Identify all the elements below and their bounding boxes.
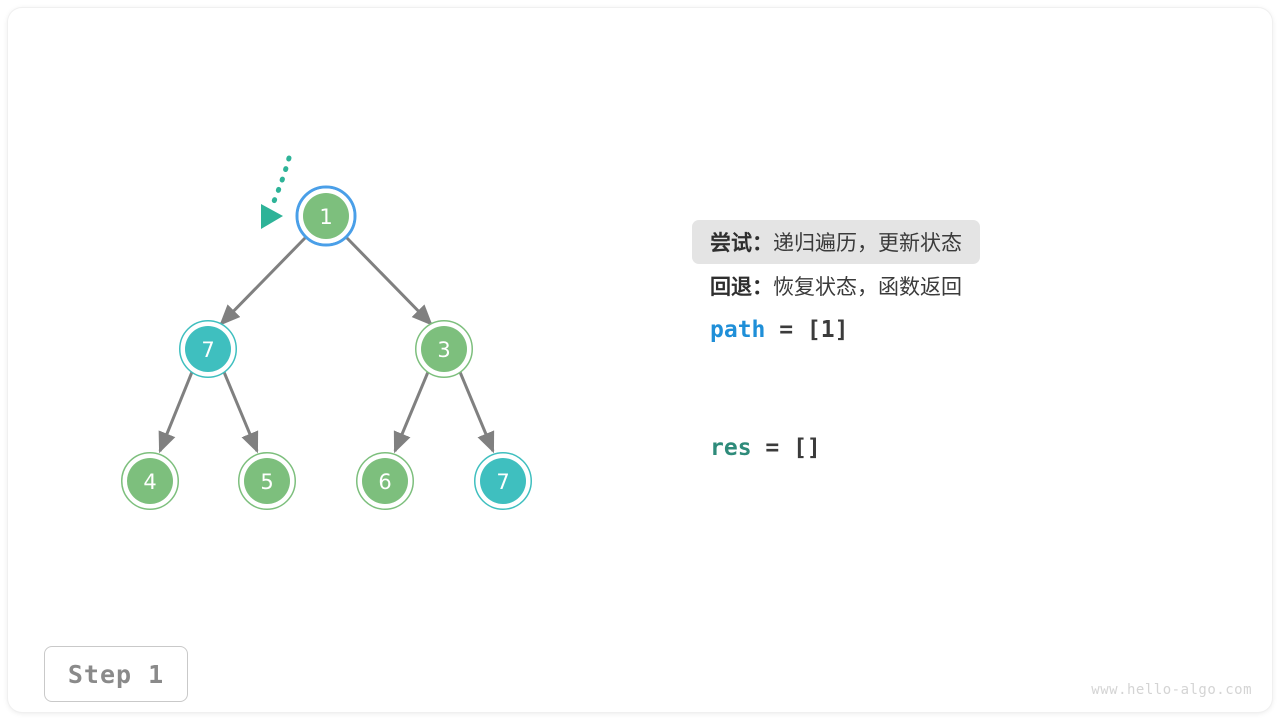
- tree-node-label: 6: [378, 470, 391, 494]
- edge-7l-to-5: [222, 371, 259, 454]
- site-watermark: www.hello-algo.com: [1091, 682, 1252, 698]
- tree-node-7-right[interactable]: 7: [474, 452, 532, 510]
- tree-node-5[interactable]: 5: [238, 452, 296, 510]
- info-line-backtrack-label: 回退：: [710, 275, 773, 299]
- edge-1-to-7l: [219, 235, 308, 326]
- info-line-try: 尝试： 递归遍历，更新状态: [692, 220, 980, 264]
- info-line-backtrack-text: 恢复状态，函数返回: [773, 275, 962, 299]
- panel-spacer: [692, 352, 1212, 426]
- tree-node-label: 7: [201, 338, 214, 362]
- res-variable-value: = []: [751, 435, 821, 461]
- binary-tree-diagram: 1 7 3: [121, 155, 532, 510]
- edge-3-to-7r: [458, 371, 495, 454]
- res-state-line: res = []: [692, 426, 1212, 470]
- path-state-line: path = [1]: [692, 308, 1212, 352]
- tree-node-label: 5: [260, 470, 273, 494]
- tree-node-label: 1: [319, 205, 332, 229]
- state-info-panel: 尝试： 递归遍历，更新状态 回退： 恢复状态，函数返回 path = [1] r…: [692, 220, 1212, 470]
- path-variable-value: = [1]: [765, 317, 849, 343]
- info-line-try-text: 递归遍历，更新状态: [773, 231, 962, 255]
- tree-node-label: 7: [496, 470, 509, 494]
- res-variable-name: res: [710, 435, 752, 461]
- tree-node-4[interactable]: 4: [121, 452, 179, 510]
- tree-node-label: 3: [437, 338, 450, 362]
- tree-node-6[interactable]: 6: [356, 452, 414, 510]
- tree-node-label: 4: [143, 470, 156, 494]
- tree-edges: [158, 235, 495, 454]
- info-line-try-label: 尝试：: [710, 231, 773, 255]
- tree-nodes: 1 7 3: [121, 185, 532, 510]
- info-line-backtrack: 回退： 恢复状态，函数返回: [692, 264, 980, 308]
- tree-node-1[interactable]: 1: [295, 185, 357, 247]
- tree-node-7-left[interactable]: 7: [179, 320, 237, 378]
- edge-1-to-3: [344, 235, 433, 326]
- tree-node-3[interactable]: 3: [415, 320, 473, 378]
- slide-frame: 1 7 3: [8, 8, 1272, 712]
- path-variable-name: path: [710, 317, 766, 343]
- edge-7l-to-4: [158, 371, 194, 454]
- recursion-pointer-icon: [261, 155, 292, 229]
- step-badge: Step 1: [44, 646, 188, 702]
- edge-3-to-6: [393, 371, 430, 454]
